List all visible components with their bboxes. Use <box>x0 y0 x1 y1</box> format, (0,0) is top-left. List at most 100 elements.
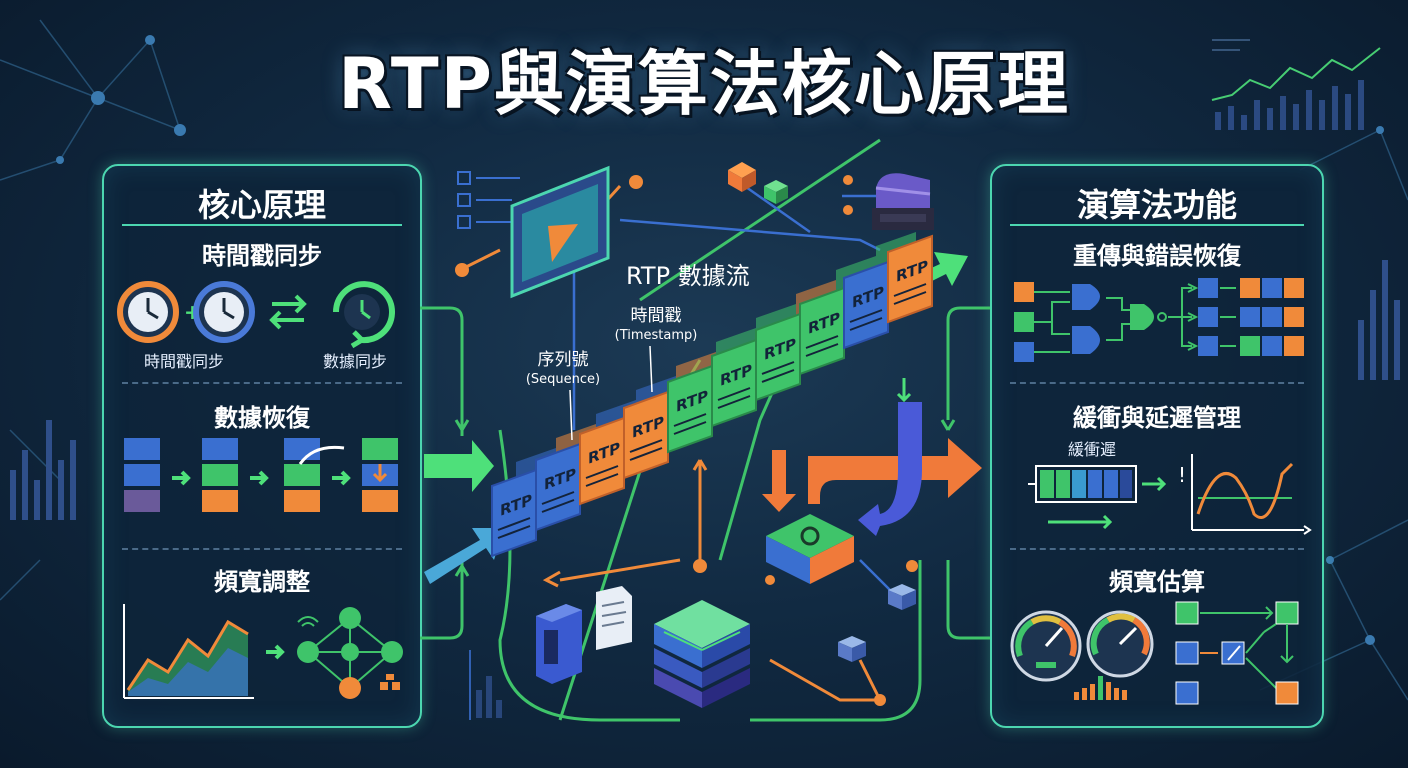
packet-line <box>497 517 531 531</box>
caption-buffer: 緩衝遲 <box>1067 440 1116 459</box>
divider-dashed <box>1010 382 1304 384</box>
rtp-packet: RTP <box>711 338 757 428</box>
svg-text:!: ! <box>1178 463 1186 487</box>
flow-diagram-icon <box>1175 601 1299 705</box>
arrow-right-icon <box>1142 476 1167 492</box>
arrow-right-icon <box>250 470 269 486</box>
section-title-data-recovery: 數據恢復 <box>214 404 310 432</box>
annotation-timestamp: 時間戳 (Timestamp) <box>596 306 716 346</box>
panel-algorithm-functions: 演算法功能 重傳與錯誤恢復 <box>990 164 1324 728</box>
list-icon <box>457 171 520 229</box>
annotation-timestamp-sub: (Timestamp) <box>614 328 698 343</box>
packet-line <box>673 413 707 427</box>
panel-core-principles: 核心原理 時間戳同步 + <box>102 164 422 728</box>
area-chart-icon <box>123 604 254 699</box>
section-title-bandwidth-adjust: 頻寬調整 <box>214 568 310 596</box>
data-recovery-illustration <box>124 438 398 512</box>
packet-line <box>629 439 663 453</box>
packet-line <box>761 361 795 375</box>
retransmission-illustration <box>1014 278 1304 362</box>
processor-cube-icon <box>766 514 854 584</box>
packet-line <box>717 387 751 401</box>
panel-title-algorithm: 演算法功能 <box>1076 186 1237 224</box>
server-stack-icon <box>654 600 750 708</box>
result-grid <box>1240 278 1304 356</box>
small-cube-icon <box>888 584 916 610</box>
deco-bars-left <box>10 420 76 520</box>
recover-arrow-icon <box>298 445 345 465</box>
org-chart-icon <box>380 674 400 690</box>
mini-bar-chart <box>469 650 502 720</box>
packet-line <box>629 447 663 461</box>
section-title-timestamp-sync: 時間戳同步 <box>202 242 322 270</box>
big-arrows <box>424 252 982 584</box>
rtp-packet: RTP <box>799 286 845 376</box>
logic-gate-diagram <box>1014 278 1304 362</box>
divider-dashed <box>122 382 402 384</box>
bandwidth-adjust-illustration <box>123 604 403 699</box>
document-stack-icon <box>124 438 160 512</box>
bandwidth-estimate-illustration <box>1010 601 1299 705</box>
packet-line <box>805 335 839 349</box>
cube-icon <box>728 162 756 192</box>
packet-line <box>893 291 927 305</box>
swap-arrows-icon <box>269 294 307 330</box>
sync-clock-icon <box>333 281 395 349</box>
document-stack-icon <box>362 438 398 512</box>
arrow-right-icon <box>172 470 191 486</box>
packet-line <box>541 499 575 513</box>
annotation-sequence: 序列號 (Sequence) <box>508 350 618 390</box>
packet-line <box>849 309 883 323</box>
arrow-right-icon <box>1048 514 1113 530</box>
rtp-packet: RTP <box>755 312 801 402</box>
rtp-packet: RTP <box>843 260 889 350</box>
caption-data-sync: 數據同步 <box>322 352 387 371</box>
packet-line <box>761 369 795 383</box>
packet-line <box>673 421 707 435</box>
section-title-bandwidth-estimate: 頻寬估算 <box>1109 568 1205 596</box>
page-title: RTP與演算法核心原理 <box>338 43 1070 125</box>
cube-icon <box>764 180 788 204</box>
rtp-packet: RTP <box>491 468 537 558</box>
deco-bars-right <box>1358 260 1400 380</box>
caption-timestamp-sync: 時間戳同步 <box>143 352 224 371</box>
storage-device-icon <box>536 604 582 684</box>
rtp-packet: RTP <box>579 416 625 506</box>
timestamp-sync-illustration: + <box>117 281 395 349</box>
server-device-icon <box>872 173 934 230</box>
flow-label: RTP 數據流 <box>626 262 750 290</box>
packet-line <box>585 473 619 487</box>
bar-mini-chart <box>1074 676 1127 700</box>
rtp-packet: RTP <box>887 234 933 324</box>
latency-curve-chart <box>1191 454 1312 535</box>
section-title-buffer-latency: 緩衝與延遲管理 <box>1073 404 1241 432</box>
divider-dashed <box>1010 548 1304 550</box>
clock-icon <box>117 281 179 343</box>
section-title-retransmission: 重傳與錯誤恢復 <box>1073 242 1241 270</box>
document-stack-icon <box>202 438 238 512</box>
deco-chart-top-right <box>1211 39 1381 130</box>
packet-line <box>497 525 531 539</box>
arrow-right-icon <box>266 644 285 660</box>
rtp-packet: RTP <box>667 364 713 454</box>
annotation-timestamp-label: 時間戳 <box>630 306 682 326</box>
packet-line <box>893 283 927 297</box>
packet-line <box>585 465 619 479</box>
speedometer-icon <box>1010 610 1082 682</box>
small-cube-icon <box>838 636 866 662</box>
divider-dashed <box>122 548 402 550</box>
arrow-right-icon <box>332 470 351 486</box>
packet-line <box>541 491 575 505</box>
video-player-icon <box>510 165 610 299</box>
annotation-sequence-sub: (Sequence) <box>525 372 601 387</box>
divider <box>122 224 402 226</box>
rtp-packet: RTP <box>623 390 669 480</box>
rtp-packet: RTP <box>535 442 581 532</box>
divider <box>1010 224 1304 226</box>
packet-line <box>717 395 751 409</box>
network-nodes-icon <box>297 607 403 699</box>
buffer-queue-icon <box>1028 465 1137 503</box>
